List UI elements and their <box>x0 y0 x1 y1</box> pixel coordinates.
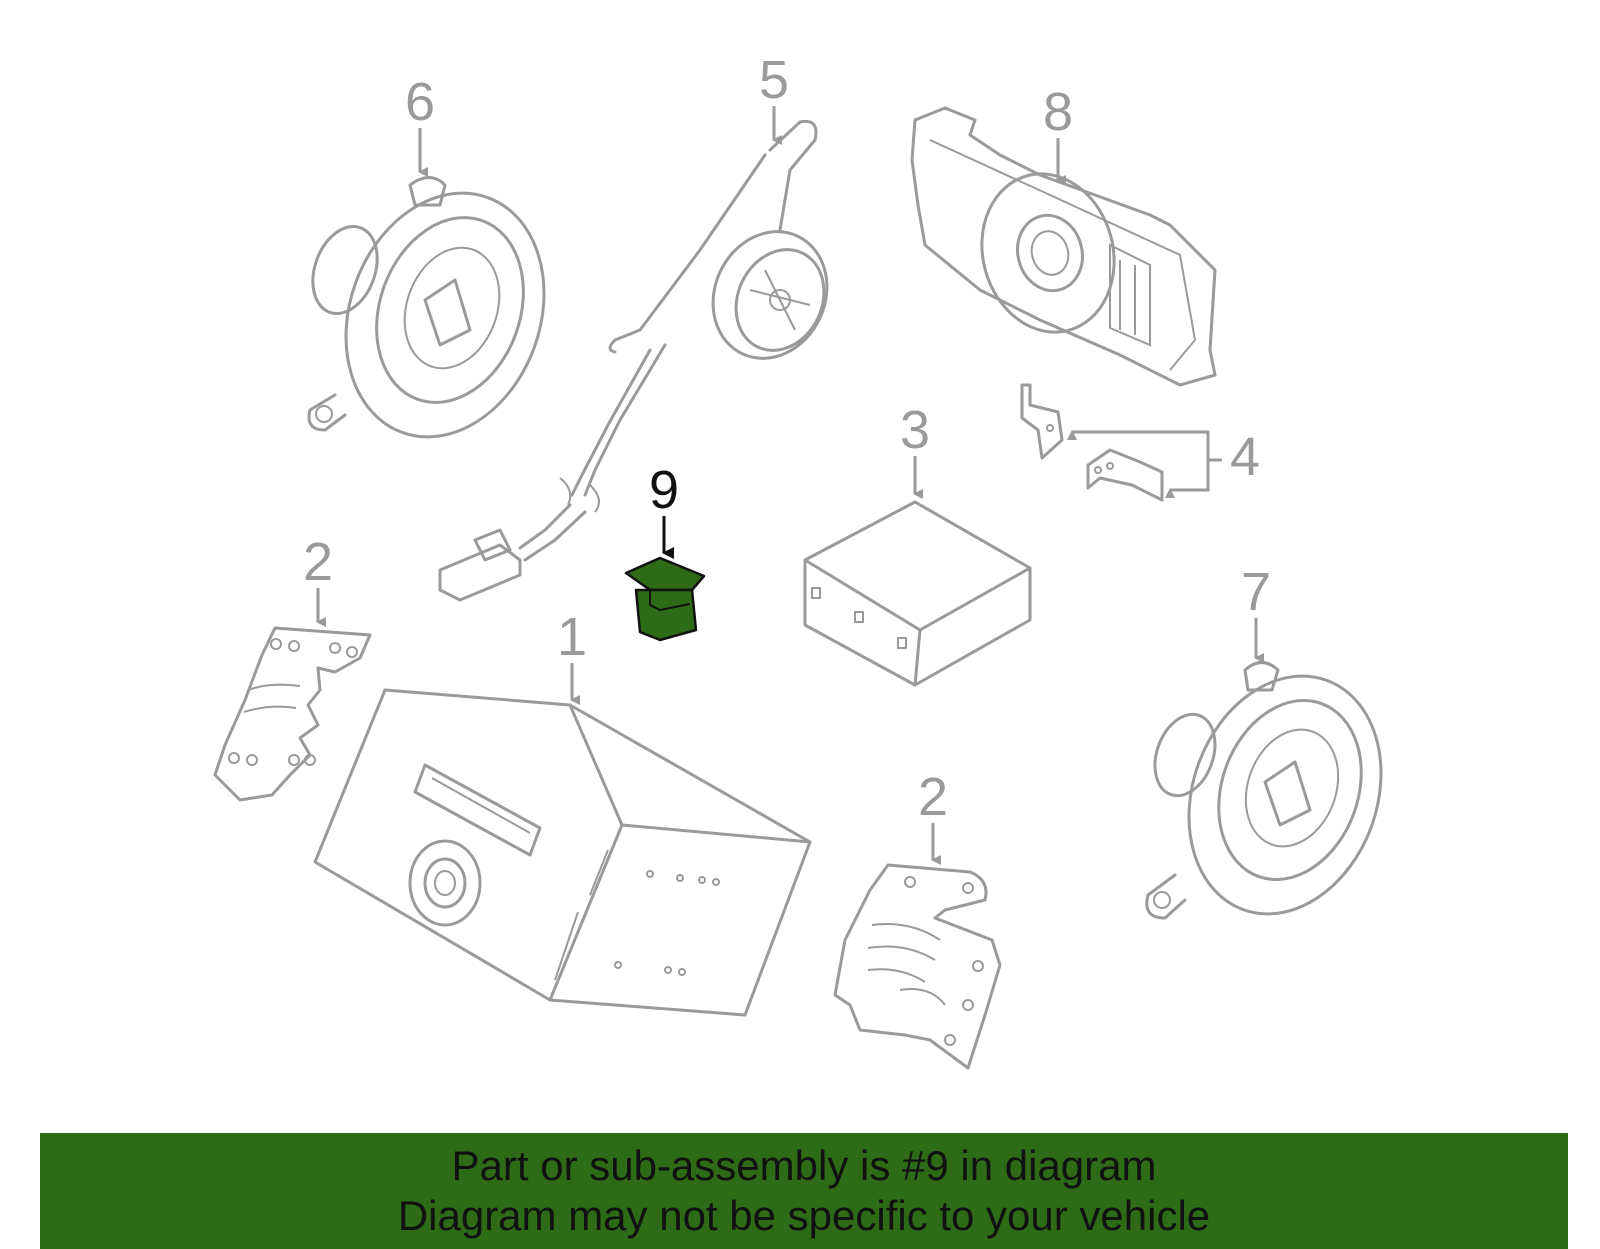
callout-4-label: 4 <box>1230 427 1260 487</box>
callout-5-label: 5 <box>759 50 789 110</box>
callout-3-label: 3 <box>900 400 930 460</box>
callout-2b-label: 2 <box>918 767 948 827</box>
banner-line-2: Diagram may not be specific to your vehi… <box>397 1192 1211 1239</box>
part-6-speaker[interactable] <box>301 165 577 465</box>
part-9-highlighted[interactable] <box>624 556 706 642</box>
part-2-right-bracket[interactable] <box>833 863 1002 1070</box>
callout-4-leader-a <box>1067 430 1222 462</box>
callout-7-label: 7 <box>1241 562 1271 622</box>
callout-9-label: 9 <box>649 460 679 520</box>
callout-8-label: 8 <box>1043 82 1073 142</box>
part-3-module[interactable] <box>803 500 1032 687</box>
part-2-left-bracket[interactable] <box>213 626 372 802</box>
part-5-tweeter[interactable] <box>438 119 847 602</box>
callout-2a-label: 2 <box>303 532 333 592</box>
callout-4-leader-b <box>1165 460 1210 498</box>
banner-line-1: Part or sub-assembly is #9 in diagram <box>451 1142 1157 1189</box>
part-1-head-unit[interactable] <box>313 688 812 1017</box>
callout-1-label: 1 <box>557 607 587 667</box>
part-4-brackets[interactable] <box>1020 383 1164 502</box>
part-8-subwoofer[interactable] <box>910 106 1217 387</box>
callout-6-label: 6 <box>405 72 435 132</box>
part-7-speaker[interactable] <box>1144 649 1413 941</box>
info-banner: Part or sub-assembly is #9 in diagram Di… <box>40 1133 1568 1249</box>
